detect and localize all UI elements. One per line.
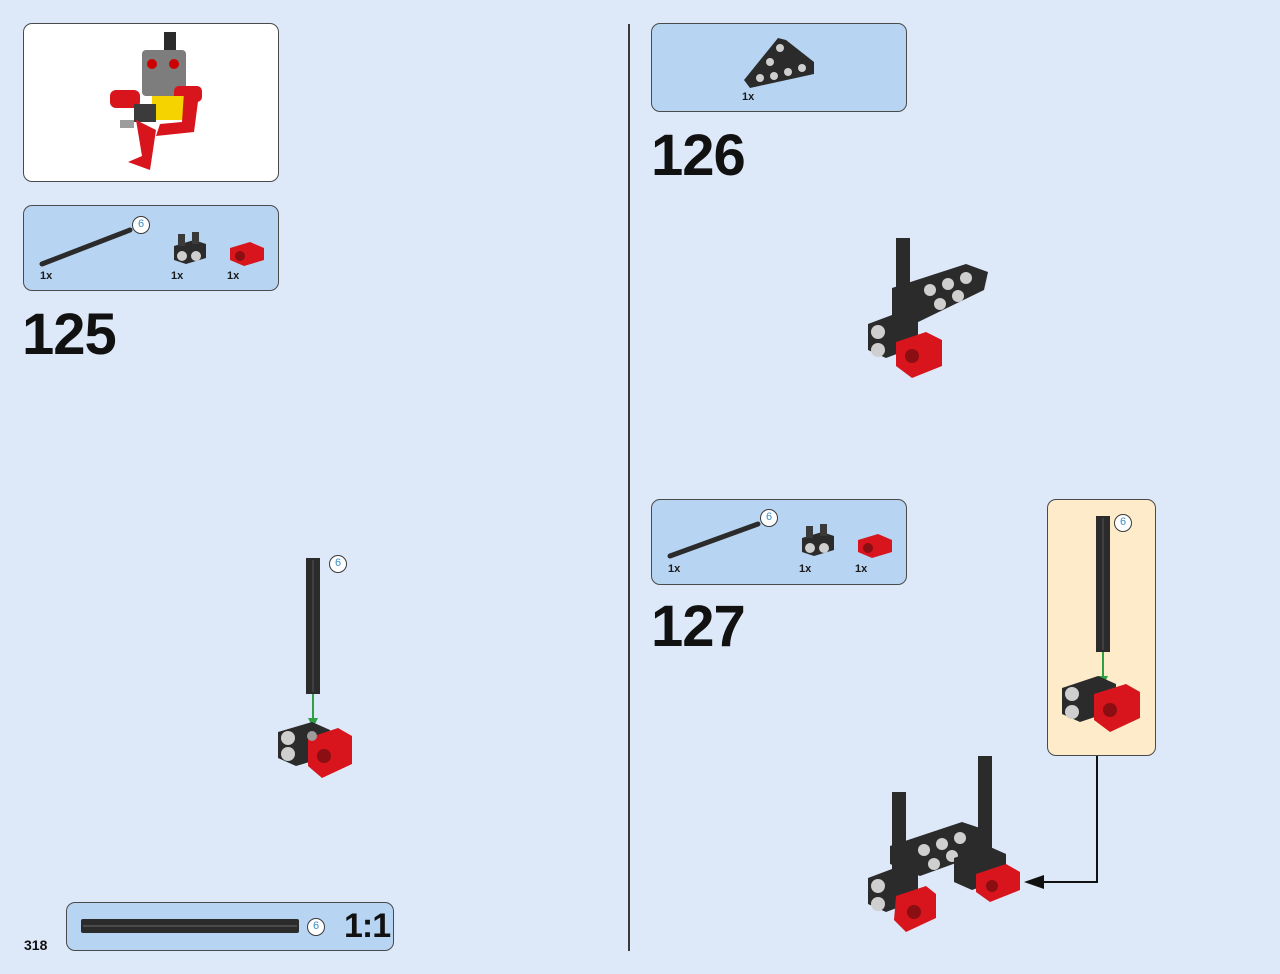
part-quantity: 1x — [799, 563, 812, 575]
axle-pin-connector-icon — [802, 524, 834, 556]
page-number: 318 — [24, 937, 48, 953]
parts-list-step-125: 6 1x 1x 1x — [23, 205, 279, 291]
step-number-127: 127 — [651, 594, 746, 659]
axle-6-part-image — [667, 521, 761, 559]
part-quantity: 1x — [171, 270, 184, 282]
triangle-beam-icon — [744, 38, 814, 88]
page-divider — [628, 24, 630, 951]
subassembly-callout: 6 — [1047, 499, 1156, 756]
step-number-125: 125 — [22, 302, 117, 367]
axle-6-part-image — [39, 227, 133, 267]
subassembly-image — [1062, 516, 1140, 732]
axle-length-badge: 6 — [132, 216, 150, 234]
axle-length-badge: 6 — [329, 555, 347, 573]
part-quantity: 1x — [40, 270, 53, 282]
parts-list-step-126: 1x — [651, 23, 907, 112]
axle-pin-connector-icon — [174, 232, 206, 264]
step-number-126: 126 — [651, 123, 746, 188]
axle-length-badge: 6 — [760, 509, 778, 527]
axle-6-ruler-image — [81, 919, 299, 933]
part-quantity: 1x — [227, 270, 240, 282]
cross-block-red-icon — [230, 242, 264, 266]
scale-ruler: 6 — [66, 902, 394, 951]
parts-list-step-127: 6 1x 1x 1x — [651, 499, 907, 585]
axle-length-badge: 6 — [307, 918, 325, 936]
step-125-assembly-image — [278, 558, 352, 778]
scale-label: 1:1 — [344, 907, 391, 945]
step-127-assembly-image — [868, 756, 1020, 932]
step-126-assembly-image — [868, 238, 988, 378]
callout-connector-arrow — [1024, 756, 1098, 889]
gripper-model-image — [110, 32, 202, 170]
part-quantity: 1x — [742, 91, 755, 103]
part-quantity: 1x — [855, 563, 868, 575]
part-quantity: 1x — [668, 563, 681, 575]
cross-block-red-icon — [858, 534, 892, 558]
completed-model-preview — [23, 23, 279, 182]
axle-length-badge: 6 — [1114, 514, 1132, 532]
